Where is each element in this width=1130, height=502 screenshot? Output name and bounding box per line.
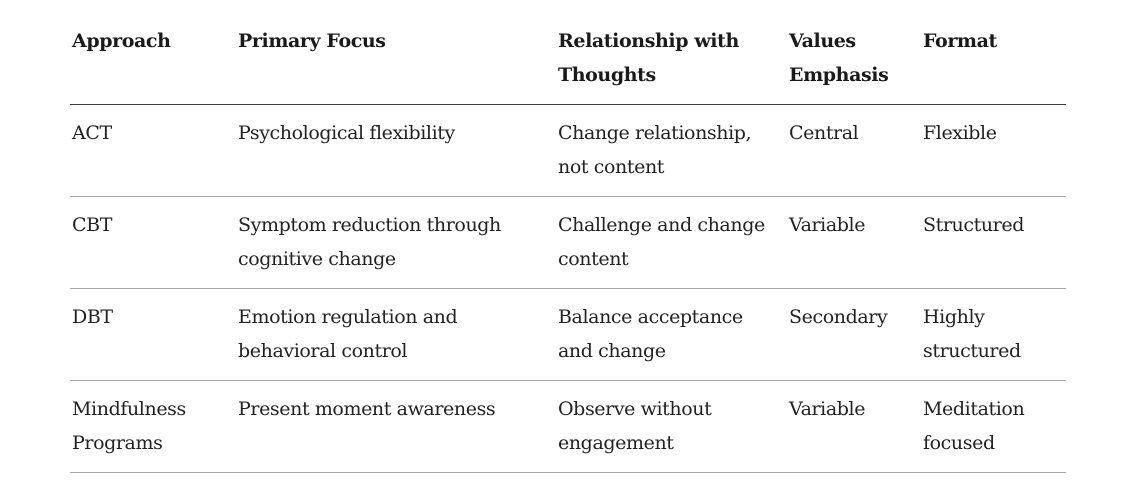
- table-row: Mindfulness Programs Present moment awar…: [70, 380, 1066, 473]
- header-primary-focus: Primary Focus: [236, 20, 556, 105]
- therapy-comparison-table: Approach Primary Focus Relationship with…: [70, 20, 1066, 473]
- cell-format: Structured: [921, 196, 1066, 289]
- cell-values-emphasis: Secondary: [787, 288, 921, 381]
- table-body: ACT Psychological flexibility Change rel…: [70, 104, 1066, 473]
- header-approach: Approach: [70, 20, 236, 105]
- cell-format: Meditation focused: [921, 380, 1066, 473]
- header-relationship-with-thoughts: Relationship with Thoughts: [556, 20, 787, 105]
- header-row: Approach Primary Focus Relationship with…: [70, 20, 1066, 105]
- cell-relationship: Observe without engagement: [556, 380, 787, 473]
- cell-values-emphasis: Variable: [787, 380, 921, 473]
- cell-format: Flexible: [921, 104, 1066, 197]
- table-row: ACT Psychological flexibility Change rel…: [70, 104, 1066, 197]
- cell-primary-focus: Emotion regulation and behavioral contro…: [236, 288, 556, 381]
- cell-approach: ACT: [70, 104, 236, 197]
- cell-values-emphasis: Variable: [787, 196, 921, 289]
- cell-relationship: Challenge and change content: [556, 196, 787, 289]
- cell-format: Highly structured: [921, 288, 1066, 381]
- header-values-emphasis: Values Emphasis: [787, 20, 921, 105]
- cell-approach: DBT: [70, 288, 236, 381]
- header-format: Format: [921, 20, 1066, 105]
- comparison-table-container: Approach Primary Focus Relationship with…: [70, 20, 1066, 473]
- cell-primary-focus: Psychological flexibility: [236, 104, 556, 197]
- cell-values-emphasis: Central: [787, 104, 921, 197]
- cell-approach: Mindfulness Programs: [70, 380, 236, 473]
- table-header: Approach Primary Focus Relationship with…: [70, 20, 1066, 105]
- cell-primary-focus: Symptom reduction through cognitive chan…: [236, 196, 556, 289]
- table-row: DBT Emotion regulation and behavioral co…: [70, 288, 1066, 381]
- cell-relationship: Change relationship, not content: [556, 104, 787, 197]
- cell-approach: CBT: [70, 196, 236, 289]
- cell-primary-focus: Present moment awareness: [236, 380, 556, 473]
- table-row: CBT Symptom reduction through cognitive …: [70, 196, 1066, 289]
- cell-relationship: Balance acceptance and change: [556, 288, 787, 381]
